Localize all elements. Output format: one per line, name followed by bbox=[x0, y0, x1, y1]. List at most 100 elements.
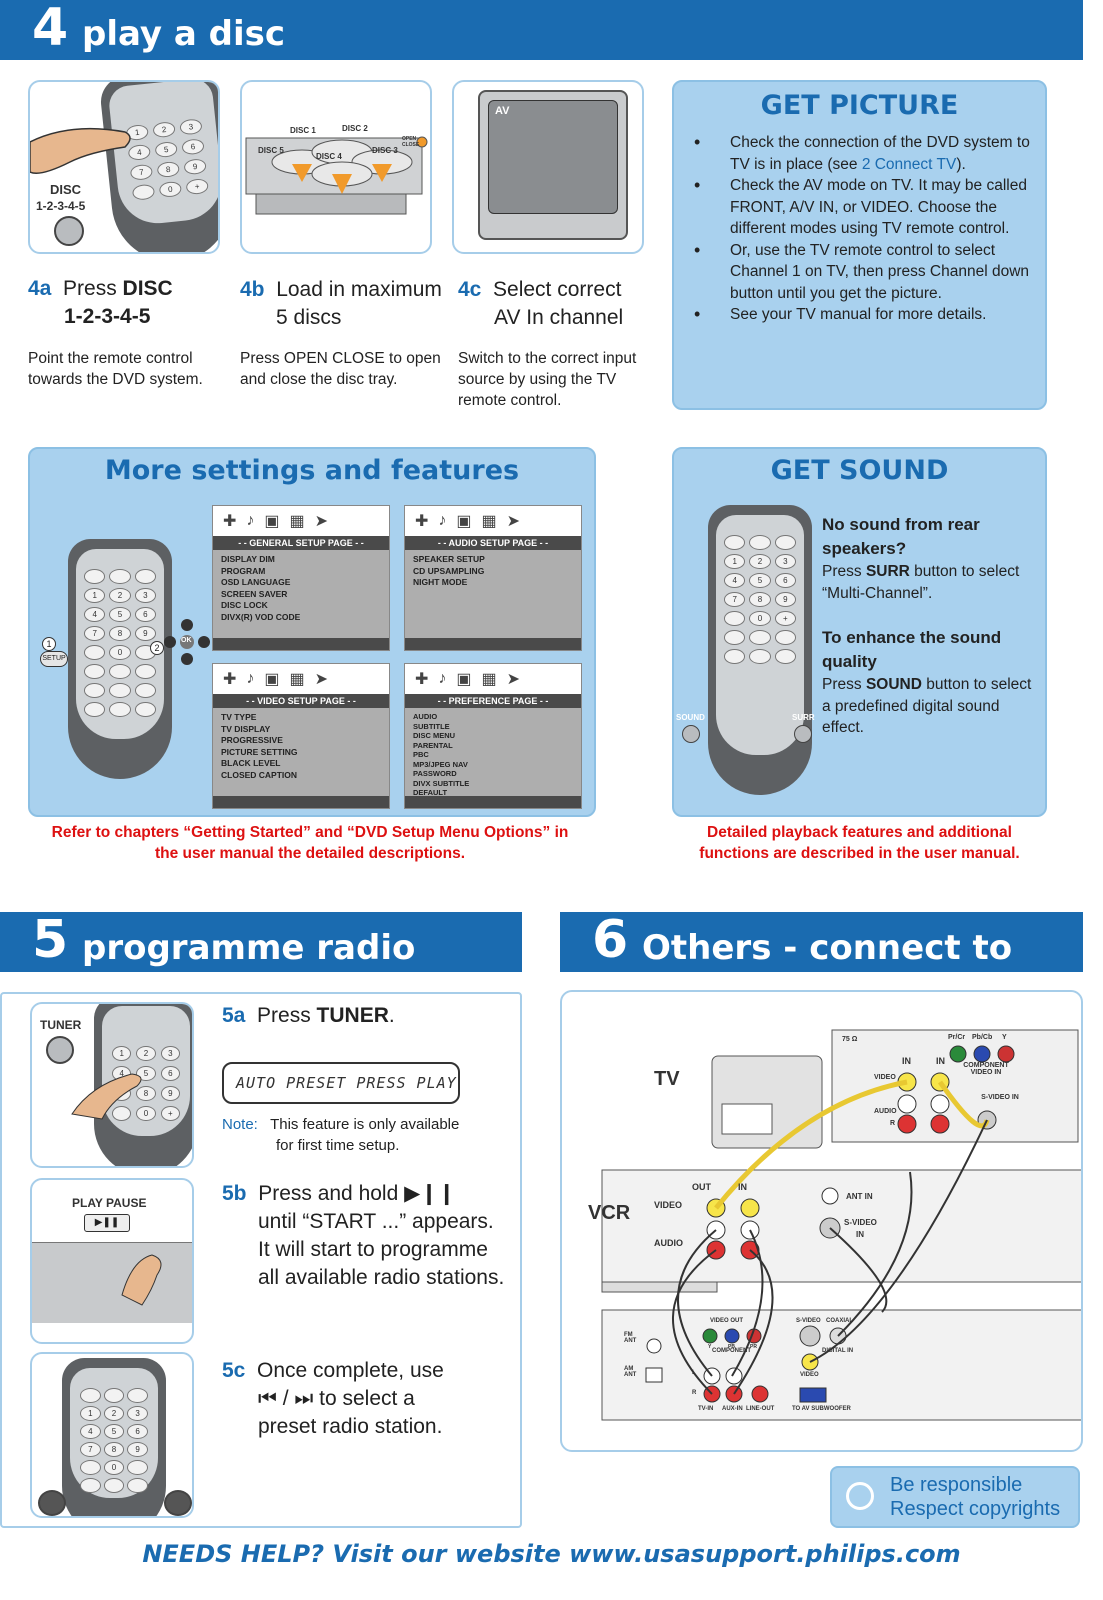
ohm-label: 75 Ω bbox=[842, 1036, 858, 1043]
lcd-display: AUTO PRESET PRESS PLAY bbox=[222, 1062, 460, 1104]
disc-1-label: DISC 1 bbox=[290, 126, 316, 135]
previous-button[interactable] bbox=[38, 1490, 66, 1516]
play-pause-button[interactable]: ▶❚❚ bbox=[84, 1214, 130, 1232]
exit-icon: ➤ bbox=[314, 513, 329, 530]
list-item: Check the connection of the DVD system t… bbox=[674, 132, 1042, 175]
speaker-icon: ♪ bbox=[438, 512, 447, 529]
tv-video-label: VIDEO bbox=[874, 1074, 896, 1081]
section-5-banner: 5 programme radio stations bbox=[0, 910, 522, 1008]
sound-button[interactable] bbox=[682, 725, 700, 743]
step-4b-desc: Press OPEN CLOSE to open and close the d… bbox=[240, 350, 441, 388]
next-button[interactable] bbox=[164, 1490, 192, 1516]
video-icon: ▣ bbox=[456, 513, 472, 530]
dvd-svideo-label: S-VIDEO bbox=[796, 1318, 821, 1324]
wrench-icon: ✚ bbox=[415, 513, 429, 530]
disc-button[interactable] bbox=[54, 216, 84, 246]
step-5a-note: Note: This feature is only available for… bbox=[222, 1116, 460, 1154]
general-setup-menu: ✚♪▣▦➤ - - GENERAL SETUP PAGE - - DISPLAY… bbox=[212, 505, 390, 651]
video-icon: ▣ bbox=[456, 671, 472, 688]
vcr-in-label: IN bbox=[738, 1182, 747, 1192]
enhance-sound-heading: To enhance the sound quality bbox=[822, 628, 1002, 671]
tv-r-label: R bbox=[890, 1120, 896, 1127]
setup-button[interactable]: SETUP bbox=[40, 651, 68, 667]
surr-label: SURR bbox=[792, 713, 815, 722]
tuner-button[interactable] bbox=[46, 1036, 74, 1064]
sound-text: Press SOUND button to select a predefine… bbox=[822, 676, 1032, 736]
surr-button[interactable] bbox=[794, 725, 812, 743]
get-picture-panel: GET PICTURE Check the connection of the … bbox=[672, 80, 1047, 410]
get-picture-title: GET PICTURE bbox=[760, 90, 959, 121]
preference-icon: ▦ bbox=[289, 671, 305, 688]
step-5c-instruction: 5c Once complete, use ⏮ / ⏭ to select a … bbox=[222, 1359, 444, 1438]
tuner-label: TUNER bbox=[40, 1018, 82, 1032]
coaxial-label: COAXIAL bbox=[826, 1318, 853, 1324]
vcr-audio-label: AUDIO bbox=[654, 1238, 683, 1248]
section-4-banner: 4 play a disc bbox=[0, 0, 1083, 60]
disc-label-numbers: 1-2-3-4-5 bbox=[36, 199, 86, 213]
get-picture-list: Check the connection of the DVD system t… bbox=[674, 132, 1042, 326]
step-5a-instruction: 5a Press TUNER. bbox=[222, 1004, 395, 1027]
sound-instructions: No sound from rear speakers? Press SURR … bbox=[822, 513, 1042, 739]
step-4a-desc: Point the remote control towards the DVD… bbox=[28, 350, 203, 388]
tv-av-image: AV bbox=[452, 80, 644, 254]
exit-icon: ➤ bbox=[506, 671, 521, 688]
disc-label: DISC bbox=[50, 182, 82, 197]
vcr-connection-diagram: TV VCR IN IN VIDEO AUDIO R COMPONENT VID… bbox=[560, 990, 1083, 1452]
wrench-icon: ✚ bbox=[223, 513, 237, 530]
disc-4-label: DISC 4 bbox=[316, 152, 342, 161]
component-label: COMPONENT VIDEO IN bbox=[963, 1062, 1009, 1076]
tv-svideo-label: S-VIDEO IN bbox=[981, 1094, 1019, 1101]
preference-menu: ✚♪▣▦➤ - - PREFERENCE PAGE - - AUDIO SUBT… bbox=[404, 663, 582, 809]
dvd-video-label: VIDEO bbox=[800, 1372, 819, 1378]
badge-line-2: Respect copyrights bbox=[890, 1498, 1061, 1520]
aux-in-label: AUX-IN bbox=[722, 1406, 743, 1412]
power-icon bbox=[846, 1482, 874, 1510]
hand-icon bbox=[71, 1073, 142, 1120]
badge-line-1: Be responsible bbox=[890, 1474, 1023, 1496]
disc-tray-icon bbox=[245, 136, 428, 215]
fm-ant-label: FM ANT bbox=[624, 1332, 637, 1344]
section-number: 4 bbox=[32, 0, 69, 58]
r-label: R bbox=[692, 1390, 697, 1396]
section-number: 6 bbox=[592, 910, 629, 970]
video-icon: ▣ bbox=[264, 513, 280, 530]
preference-icon: ▦ bbox=[481, 671, 497, 688]
y-out-label: Y bbox=[708, 1344, 712, 1350]
vcr-out-label: OUT bbox=[692, 1182, 711, 1192]
pr-label: Pr/Cr bbox=[948, 1034, 966, 1041]
section-6-banner: 6 Others - connect to VCR bbox=[560, 910, 1083, 1008]
pr-out-label: PR bbox=[750, 1344, 757, 1350]
step-4c-desc: Switch to the correct input source by us… bbox=[458, 350, 637, 409]
l-label: L bbox=[692, 1370, 696, 1376]
vcr-label: VCR bbox=[588, 1202, 631, 1224]
wrench-icon: ✚ bbox=[223, 671, 237, 688]
component-out-label: COMPONENT bbox=[712, 1348, 751, 1354]
list-item: Check the AV mode on TV. It may be calle… bbox=[674, 175, 1042, 240]
step-4c-instruction: 4c Select correct AV In channel bbox=[458, 278, 624, 329]
preference-icon: ▦ bbox=[289, 513, 305, 530]
hand-icon bbox=[121, 1254, 162, 1306]
ant-in-label: ANT IN bbox=[846, 1192, 873, 1201]
more-settings-title: More settings and features bbox=[104, 455, 520, 486]
vcr-svideo-label: S-VIDEO bbox=[844, 1218, 877, 1227]
section-number: 5 bbox=[32, 910, 69, 970]
marker-2: 2 bbox=[150, 641, 164, 655]
section-title: play a disc bbox=[82, 14, 286, 54]
vcr-wiring-diagram bbox=[601, 1029, 1081, 1421]
am-ant-label: AM ANT bbox=[624, 1366, 637, 1378]
speaker-icon: ♪ bbox=[438, 670, 447, 687]
tv-in-label-2: IN bbox=[936, 1056, 945, 1066]
subwoofer-label: TO AV SUBWOOFER bbox=[792, 1406, 851, 1412]
video-icon: ▣ bbox=[264, 671, 280, 688]
connect-tv-link[interactable]: 2 Connect TV bbox=[861, 155, 957, 173]
play-pause-label: PLAY PAUSE bbox=[72, 1196, 147, 1210]
help-footer: NEEDS HELP? Visit our website www.usasup… bbox=[142, 1540, 961, 1568]
get-sound-title: GET SOUND bbox=[770, 455, 949, 486]
step-4a-instruction: 4a Press DISC 1-2-3-4-5 bbox=[28, 277, 173, 328]
sound-label: SOUND bbox=[676, 713, 705, 722]
audio-setup-menu: ✚♪▣▦➤ - - AUDIO SETUP PAGE - - SPEAKER S… bbox=[404, 505, 582, 651]
